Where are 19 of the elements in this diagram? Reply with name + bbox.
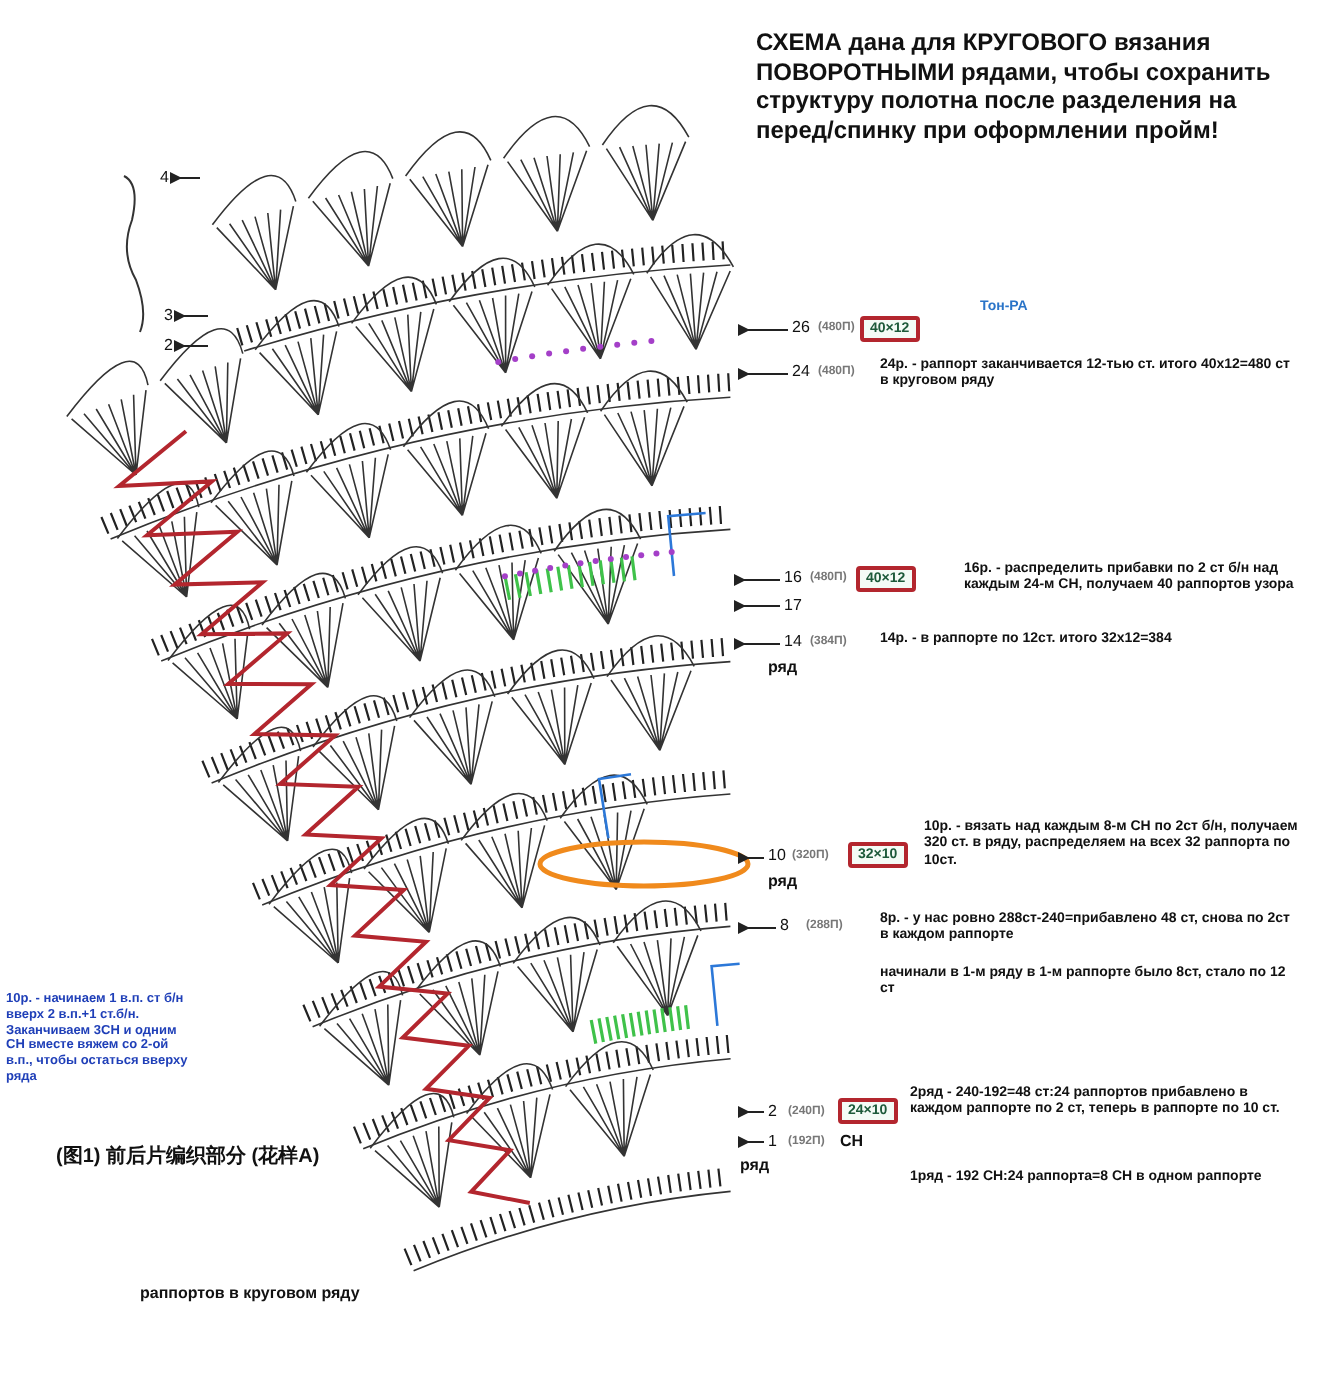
row-number: 2: [164, 336, 173, 356]
row-number: 14: [784, 632, 802, 652]
row-note: ряд: [768, 658, 798, 678]
row-number: 3: [164, 306, 173, 326]
row-number: 24: [792, 362, 810, 382]
row-number: 16: [784, 568, 802, 588]
row-number: 1: [768, 1132, 777, 1152]
row-note: раппортов в круговом ряду: [140, 1284, 360, 1304]
row-note: ряд: [740, 1156, 770, 1176]
row-number: 8: [780, 916, 789, 936]
heading: СХЕМА дана для КРУГОВОГО вязания ПОВОРОТНЫМИ рядами, чтобы сохранить структуру полотна после разделения на перед/спинку при оформлении пройм!: [756, 28, 1273, 145]
row-number: 10: [768, 846, 786, 866]
row-number: 4: [160, 168, 169, 188]
row-note: ряд: [768, 872, 798, 892]
row-number: 26: [792, 318, 810, 338]
chart-caption: (图1) 前后片编织部分 (花样A): [56, 1146, 320, 1170]
row-number: 17: [784, 596, 802, 616]
row-note: СН: [840, 1132, 864, 1152]
row-number: 2: [768, 1102, 777, 1122]
